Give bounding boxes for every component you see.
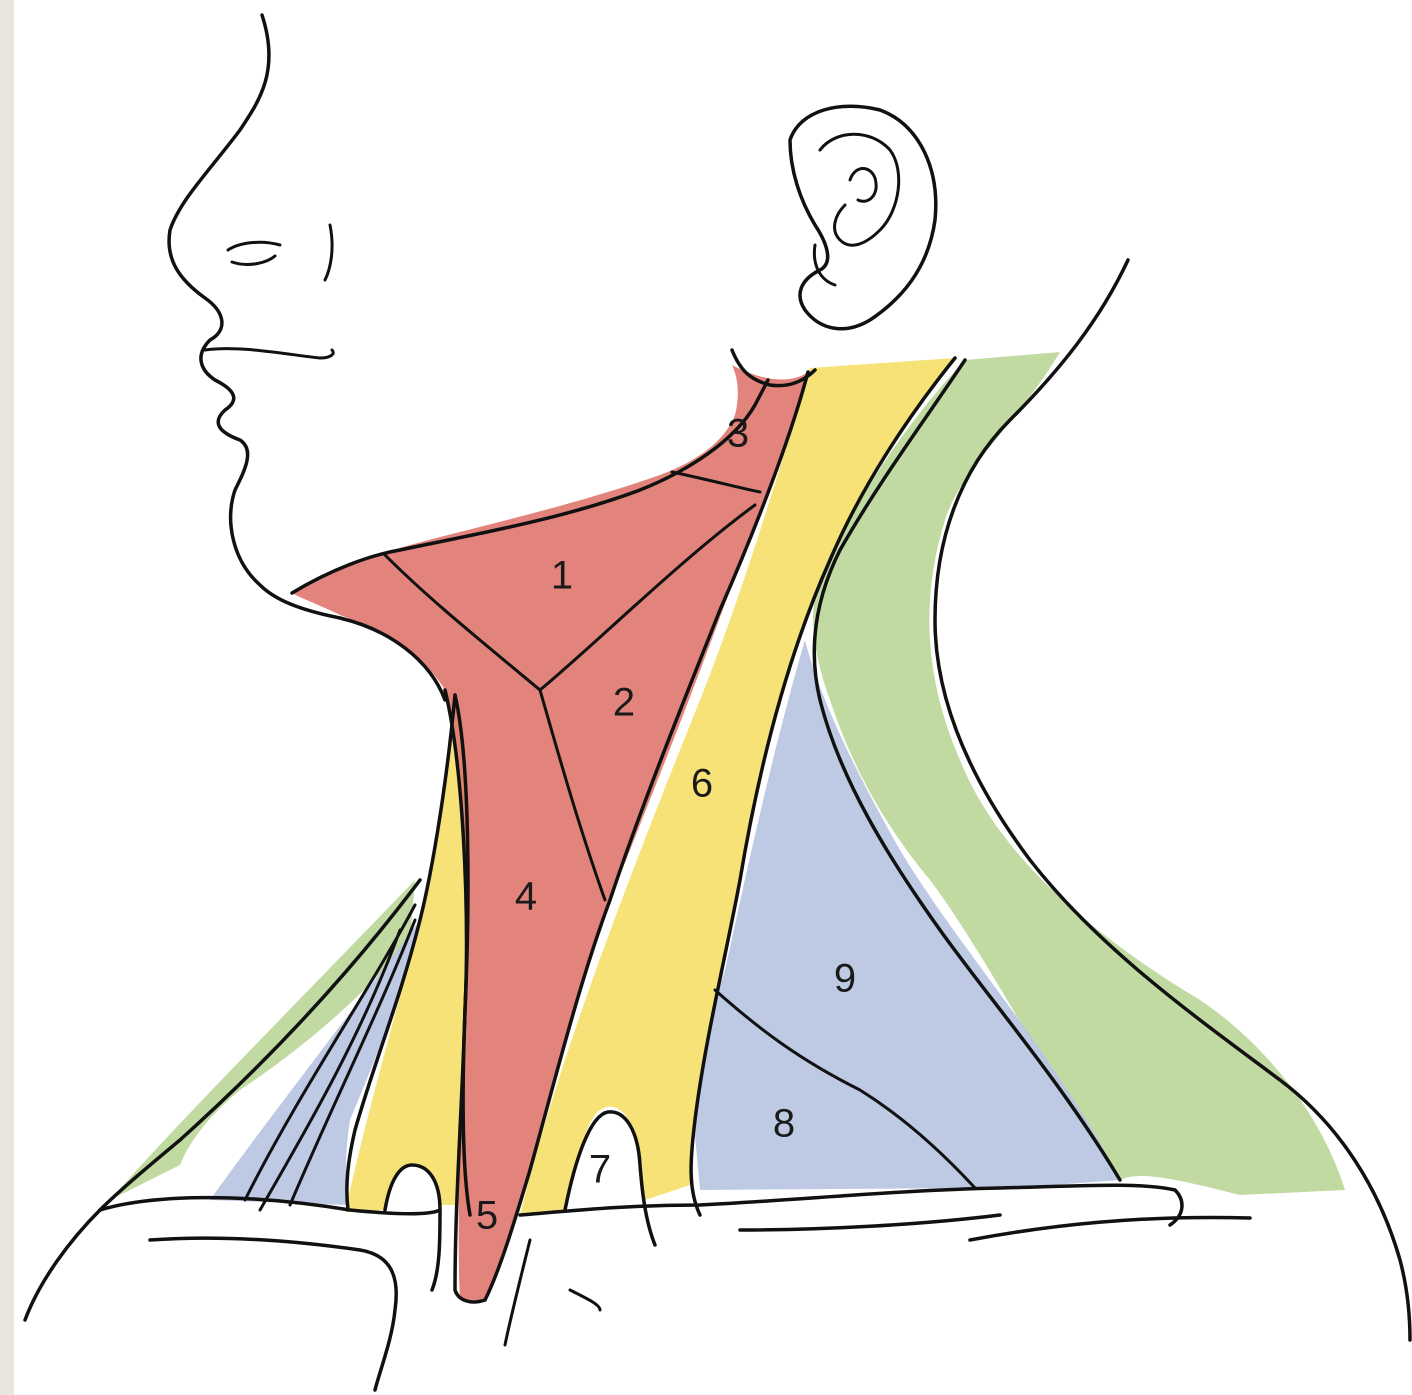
label-6: 6 (691, 762, 713, 806)
clavicle-right-outline (520, 1185, 1250, 1240)
ear-outline (790, 106, 936, 328)
mouth-outline (205, 349, 333, 358)
label-3: 3 (727, 412, 749, 456)
label-1: 1 (551, 554, 573, 598)
paper-left-edge (0, 0, 14, 1395)
label-9: 9 (834, 957, 856, 1001)
label-8: 8 (773, 1102, 795, 1146)
nostril-outline (228, 242, 280, 264)
label-2: 2 (613, 681, 635, 725)
chest-line (505, 1240, 600, 1345)
label-7: 7 (589, 1148, 611, 1192)
left-shoulder-outline (25, 1210, 100, 1320)
label-5: 5 (476, 1194, 498, 1238)
nasolabial-line (325, 225, 332, 280)
label-4: 4 (515, 875, 537, 919)
clavicle-left-outline (100, 1198, 440, 1390)
